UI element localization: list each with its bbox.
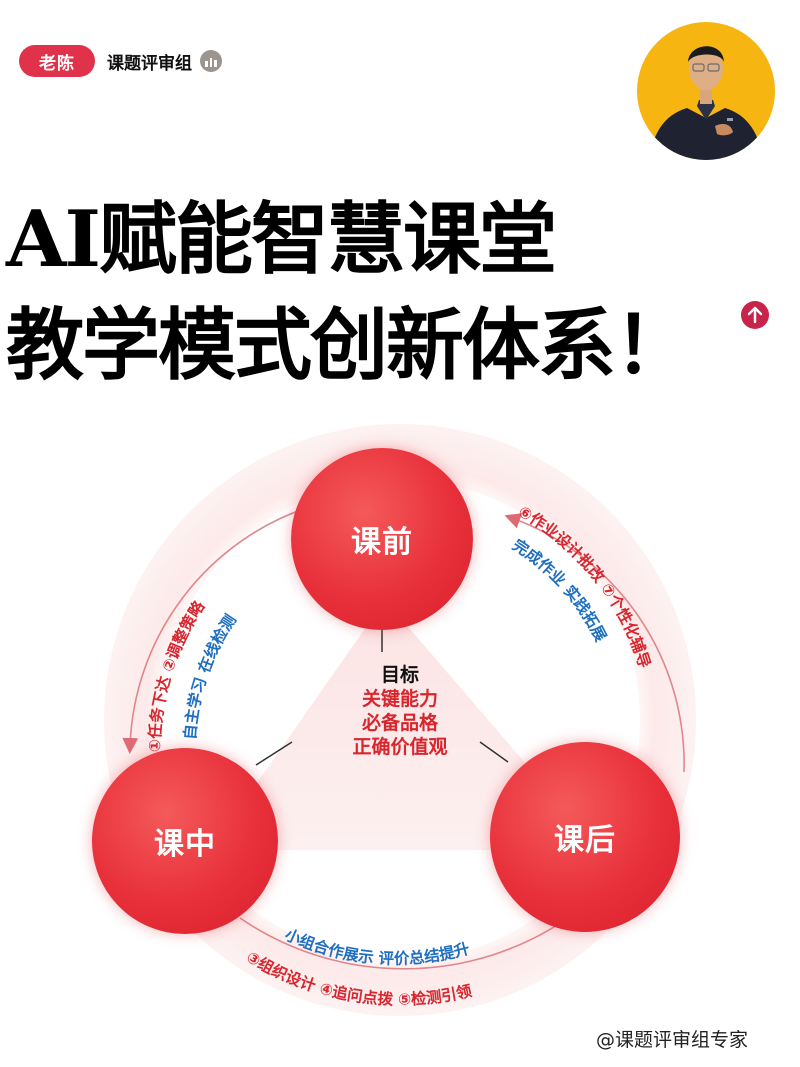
right-student-label: 完成作业 实践拓展	[509, 535, 610, 645]
node-after-class[interactable]: 课后	[490, 742, 680, 932]
goal-block: 目标 关键能力 必备品格 正确价值观	[300, 663, 500, 759]
node-before-class[interactable]: 课前	[291, 448, 473, 630]
node-during-class[interactable]: 课中	[92, 748, 278, 934]
goal-item-character: 必备品格	[361, 712, 438, 734]
arc-labels: ①任务下达 ②调整策略 自主学习 在线检测 ⑥作业设计批改 ⑦个性化辅导 完成作…	[145, 503, 653, 1009]
goal-item-key-ability: 关键能力	[361, 688, 438, 710]
node-before-class-label: 课前	[351, 525, 413, 560]
author-header: 老陈 课题评审组	[19, 44, 222, 78]
person-portrait-icon	[649, 46, 763, 160]
node-after-class-label: 课后	[554, 823, 616, 858]
teaching-cycle-diagram: ①任务下达 ②调整策略 自主学习 在线检测 ⑥作业设计批改 ⑦个性化辅导 完成作…	[60, 420, 740, 1020]
arrow-up-icon[interactable]	[741, 301, 769, 329]
node-during-class-label: 课中	[154, 827, 216, 862]
avatar[interactable]	[637, 22, 775, 160]
author-tag[interactable]: 老陈	[19, 45, 95, 77]
bar-chart-icon	[200, 50, 222, 72]
watermark: @课题评审组专家	[596, 1029, 749, 1051]
right-teacher-label: ⑥作业设计批改 ⑦个性化辅导	[515, 503, 653, 671]
goal-item-values: 正确价值观	[352, 736, 448, 758]
title-line-2: 教学模式创新体系！	[6, 300, 692, 391]
group-name[interactable]: 课题评审组	[107, 53, 192, 74]
goal-heading: 目标	[380, 664, 419, 686]
title-line-1: AI赋能智慧课堂	[6, 194, 557, 285]
bottom-student-label: 小组合作展示 评价总结提升	[282, 926, 472, 968]
